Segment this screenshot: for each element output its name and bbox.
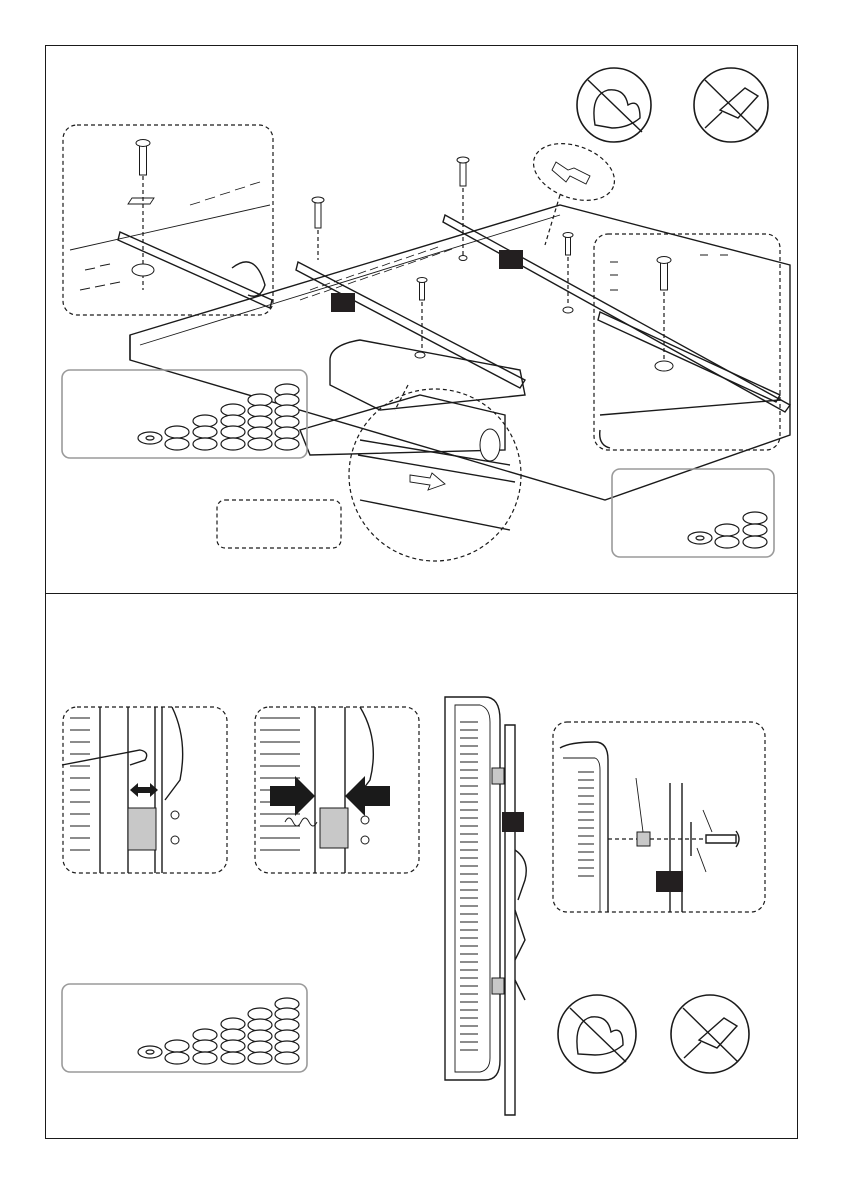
tv-back-top — [130, 205, 790, 500]
spacer-box-bottom — [62, 984, 307, 1072]
no-power-drill-icon — [694, 68, 768, 142]
spacer-box-left — [62, 370, 307, 458]
label-tag-4 — [656, 871, 683, 892]
label-tag-1 — [331, 293, 355, 312]
no-strength-icon — [577, 68, 651, 142]
label-tag-3 — [502, 812, 524, 832]
magnifier-detail — [349, 385, 521, 561]
detail-box-3 — [553, 722, 765, 912]
direction-callout — [526, 133, 623, 245]
no-power-drill-icon-bottom — [671, 995, 749, 1073]
inset-right — [594, 234, 780, 450]
detail-box-2 — [255, 707, 419, 873]
mounting-rails — [296, 215, 790, 412]
label-tag-2 — [499, 250, 523, 269]
inset-left — [63, 125, 273, 315]
spacer-box-right — [612, 469, 774, 557]
detail-box-1 — [62, 707, 227, 873]
no-strength-icon-bottom — [558, 995, 636, 1073]
double-arrow-icon — [130, 783, 158, 797]
tv-side-profile — [445, 697, 526, 1115]
note-box — [217, 500, 341, 548]
screws-top — [312, 157, 573, 358]
